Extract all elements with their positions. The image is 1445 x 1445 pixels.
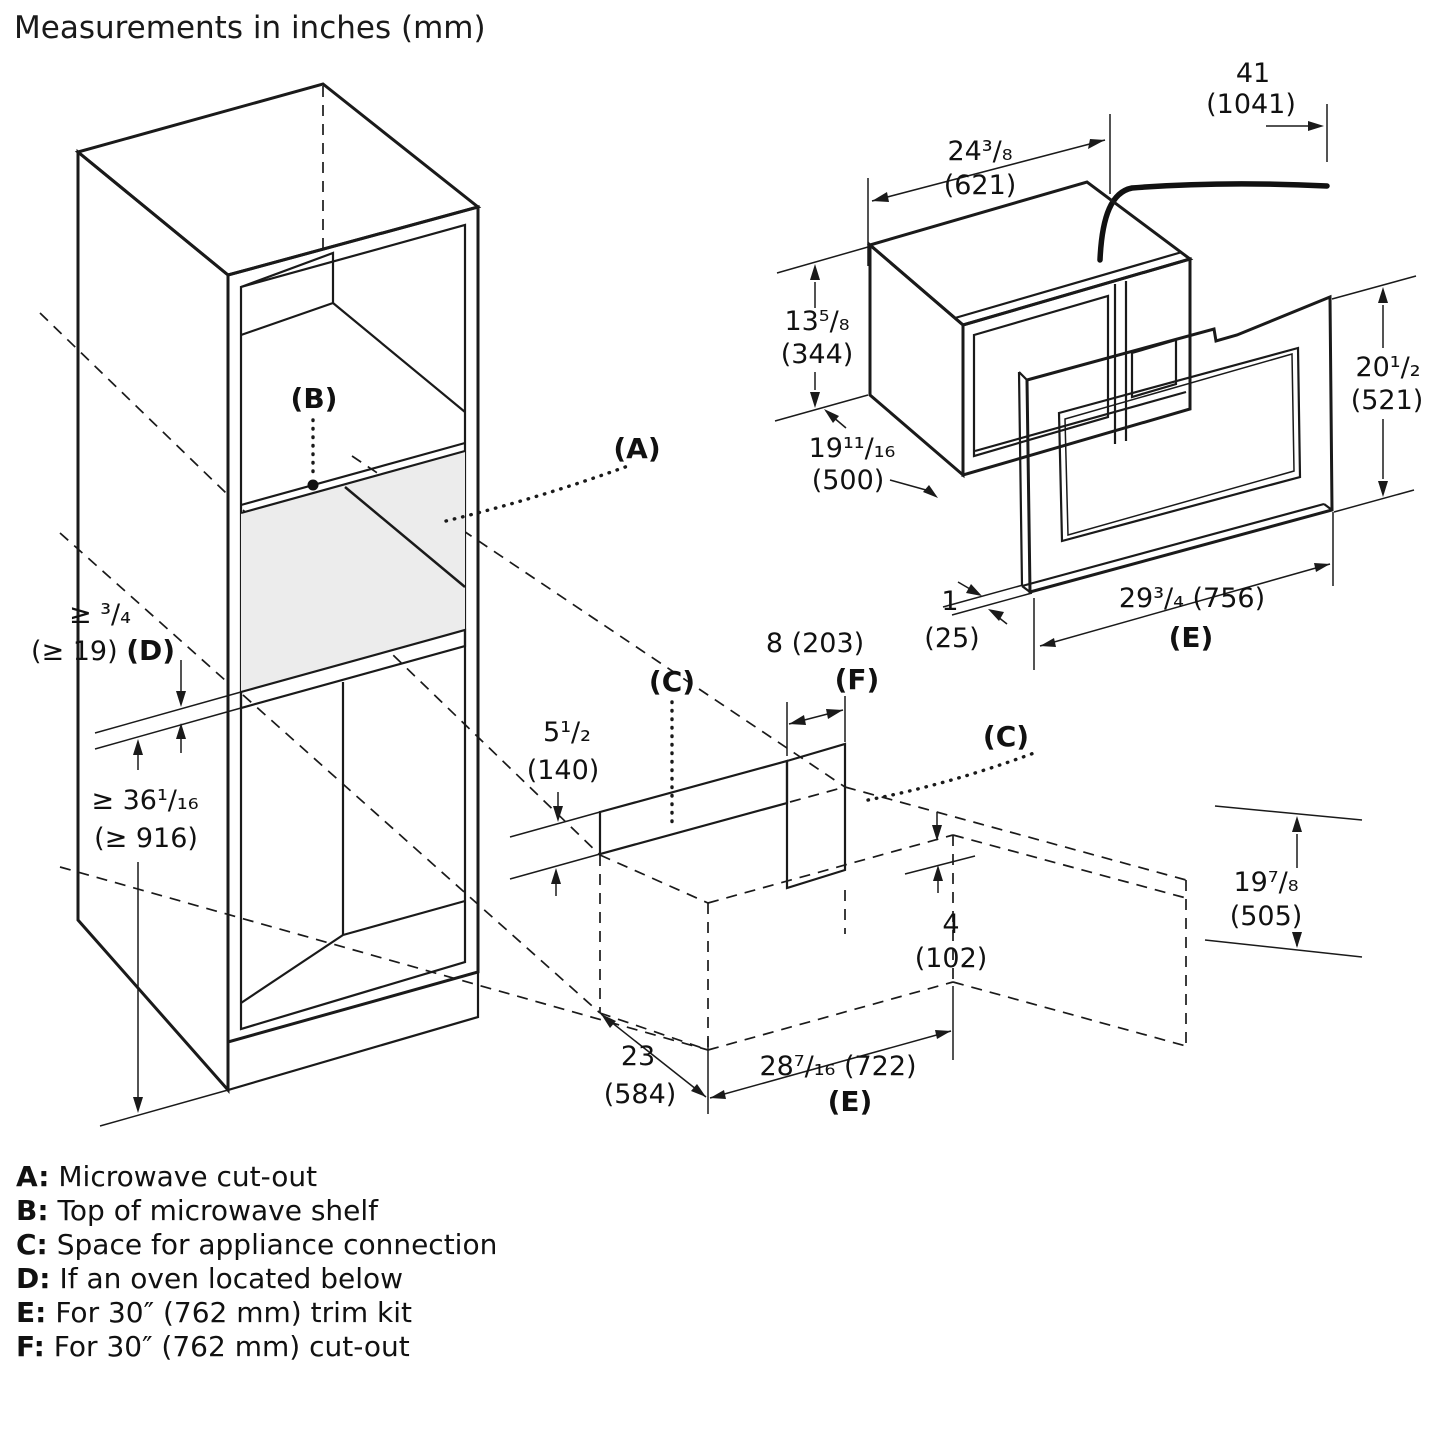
microwave-display [1130,338,1178,399]
dim-trim-thick-mm: (25) [924,623,979,654]
legend-key-f: F: [16,1330,45,1363]
legend-item-e: E:For 30″ (762 mm) trim kit [16,1296,497,1330]
dimension-texts: 41 (1041) 24³/₈ (621) 13⁵/₈ (344) 19¹¹/₁… [31,58,1423,1118]
dim-connection-mm: (140) [527,755,600,786]
dim-trim-height-mm: (521) [1351,385,1424,416]
power-cord [1097,181,1330,263]
dim-trim-thick-in: 1 [941,586,958,617]
shelf-top-marker [307,479,319,491]
dim-trim-width: 29³/₄ (756) [1119,583,1265,614]
dim-f-cutout: 8 (203) [766,628,864,659]
dim-cord-length-mm: (1041) [1206,89,1296,120]
dim-cord-length-in: 41 [1236,58,1270,89]
cutout-strip-f [785,742,847,890]
dim-gap-mm: (102) [915,943,988,974]
label-leaders [311,418,1036,826]
appliance-connection-areas [598,742,847,890]
dim-depth23-in: 23 [621,1041,655,1072]
dim-shelf-min-in: ≥ ³/₄ [69,599,131,630]
dim-cut-depth-in: 19⁷/₈ [1233,867,1298,898]
dim-depth23-mm: (584) [604,1079,677,1110]
legend-desc-c: Space for appliance connection [56,1228,498,1261]
legend-item-d: D:If an oven located below [16,1262,497,1296]
dim-cut-depth-mm: (505) [1230,901,1303,932]
legend-item-f: F:For 30″ (762 mm) cut-out [16,1330,497,1364]
label-c-left: (C) [649,665,695,698]
dim-trim-height-in: 20¹/₂ [1355,352,1420,383]
legend-key-d: D: [16,1262,51,1295]
arrowheads [133,121,1388,1113]
label-e-cutout: (E) [828,1085,873,1118]
microwave-door-window [972,294,1110,458]
legend-item-c: C:Space for appliance connection [16,1228,497,1262]
dim-below-min-mm: (≥ 916) [94,823,198,854]
legend-desc-f: For 30″ (762 mm) cut-out [53,1330,410,1363]
legend-key-b: B: [16,1194,49,1227]
dim-mw-height-in: 13⁵/₈ [784,306,849,337]
microwave-cutout-area [241,451,465,692]
dim-below-min-in: ≥ 36¹/₁₆ [91,785,198,816]
legend-desc-b: Top of microwave shelf [57,1194,379,1227]
dim-mw-depth-in: 19¹¹/₁₆ [809,433,896,464]
legend-desc-d: If an oven located below [59,1262,403,1295]
connection-strip-c [598,759,789,856]
legend-key-e: E: [16,1296,47,1329]
dim-connection-in: 5¹/₂ [543,717,591,748]
label-e-trim: (E) [1169,621,1214,654]
legend-desc-a: Microwave cut-out [58,1160,318,1193]
label-f: (F) [835,663,880,696]
trim-kit-drawing [1017,294,1334,594]
legend-key-a: A: [16,1160,50,1193]
dim-shelf-min-mm: (≥ 19) (D) [31,634,175,667]
microwave-drawing [866,180,1194,479]
legend-desc-e: For 30″ (762 mm) trim kit [55,1296,413,1329]
dim-mw-width-in: 24³/₈ [947,136,1012,167]
dim-mw-width-mm: (621) [944,170,1017,201]
legend-item-b: B:Top of microwave shelf [16,1194,497,1228]
legend-item-a: A:Microwave cut-out [16,1160,497,1194]
cutout-box-dashed [599,786,1187,1051]
page-title: Measurements in inches (mm) [14,10,486,46]
legend-key-c: C: [16,1228,48,1261]
dim-mw-depth-mm: (500) [812,465,885,496]
dim-mw-height-mm: (344) [781,339,854,370]
label-b: (B) [291,382,338,415]
dim-gap-in: 4 [942,909,959,940]
label-a: (A) [613,432,660,465]
cabinet-drawing [74,82,482,1094]
legend: A:Microwave cut-out B:Top of microwave s… [16,1160,497,1364]
label-c-right: (C) [983,720,1029,753]
dim-cut-width: 28⁷/₁₆ (722) [759,1051,916,1082]
